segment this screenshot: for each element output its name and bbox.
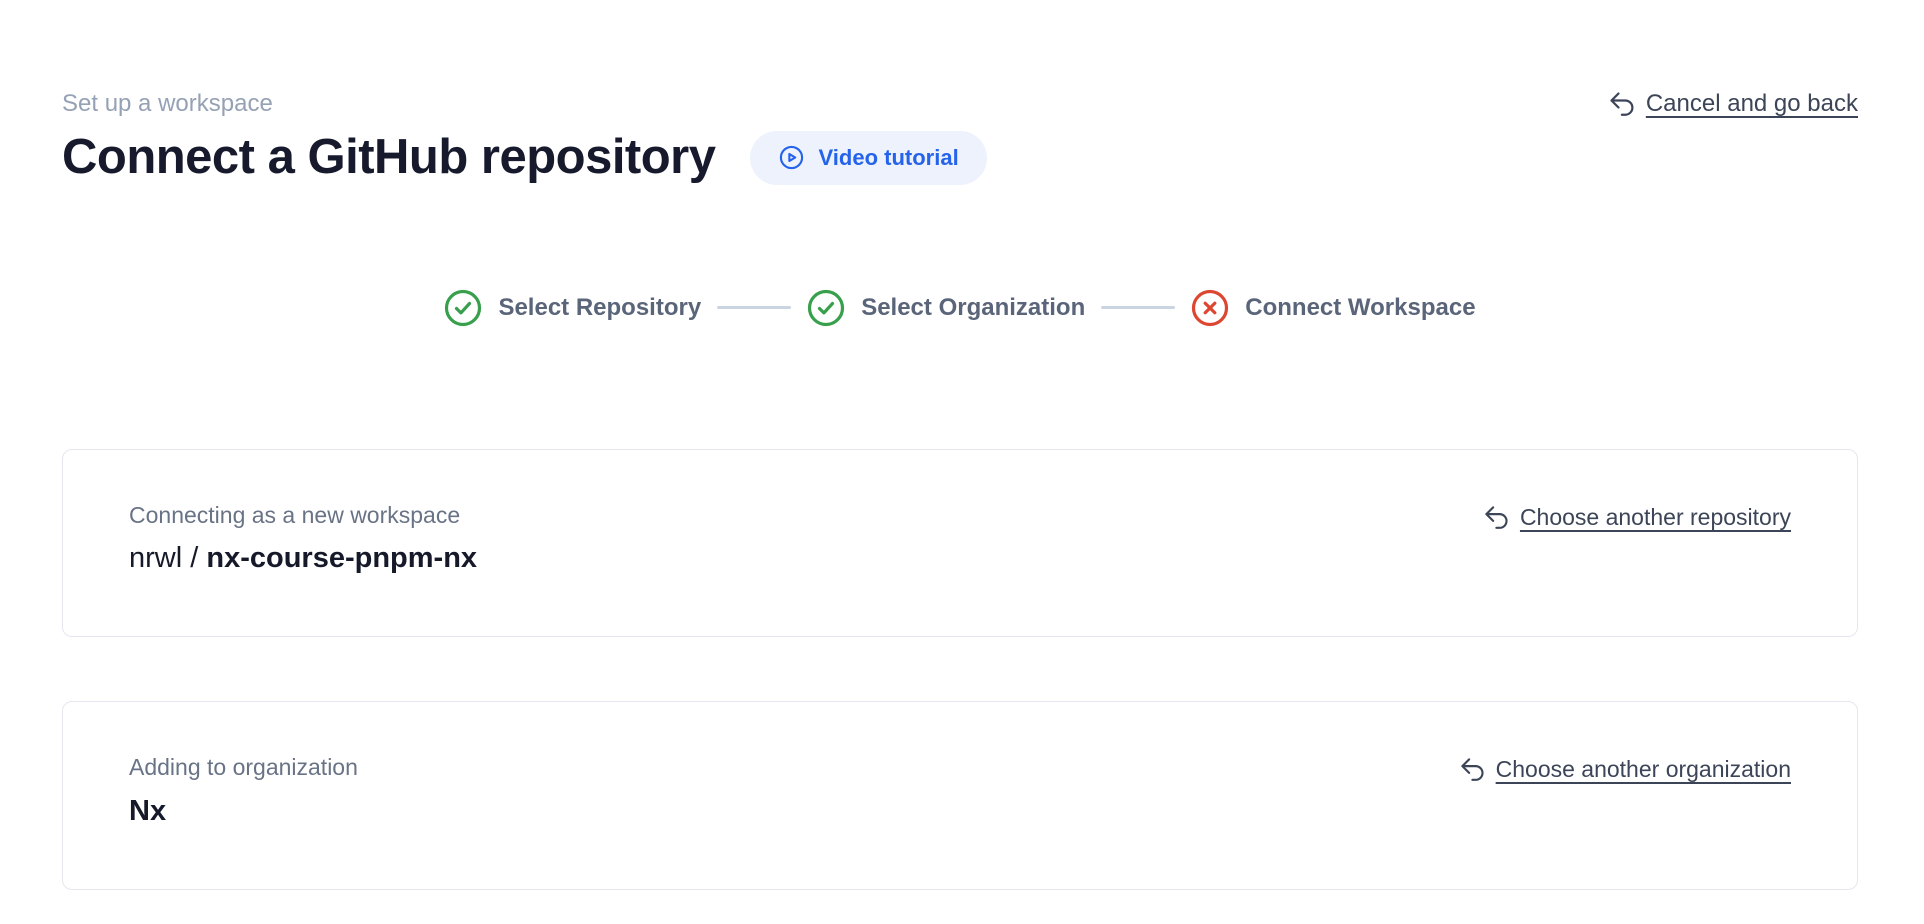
cancel-and-go-back-link[interactable]: Cancel and go back (1608, 90, 1858, 118)
organization-card: Adding to organization Nx Choose another… (62, 701, 1858, 890)
undo-arrow-icon (1459, 756, 1486, 783)
step-select-repository: Select Repository (444, 289, 701, 327)
undo-arrow-icon (1483, 504, 1510, 531)
page-header: Set up a workspace Connect a GitHub repo… (62, 90, 1858, 185)
stepper-connector (1101, 306, 1176, 310)
repository-card-label: Connecting as a new workspace (129, 501, 461, 528)
play-circle-icon (778, 144, 805, 171)
organization-card-info: Adding to organization Nx (129, 754, 358, 828)
video-tutorial-label: Video tutorial (818, 144, 959, 170)
setup-stepper: Select Repository Select Organization Co… (62, 289, 1858, 327)
setup-page: Set up a workspace Connect a GitHub repo… (62, 90, 1858, 890)
check-circle-icon (444, 289, 482, 327)
organization-card-label: Adding to organization (129, 754, 358, 781)
video-tutorial-button[interactable]: Video tutorial (749, 130, 987, 185)
choose-another-repository-label: Choose another repository (1519, 503, 1791, 530)
repository-full-name: nrwl / nx-course-pnpm-nx (129, 541, 477, 576)
cancel-and-go-back-label: Cancel and go back (1645, 90, 1858, 117)
repository-card: Connecting as a new workspace nrwl / nx-… (62, 448, 1858, 638)
page-title: Connect a GitHub repository (62, 129, 716, 184)
organization-name: Nx (129, 794, 167, 827)
stepper-connector (717, 306, 792, 310)
eyebrow-text: Set up a workspace (62, 90, 273, 117)
step-label: Connect Workspace (1245, 293, 1476, 321)
repository-name: nx-course-pnpm-nx (206, 542, 478, 575)
choose-another-organization-link[interactable]: Choose another organization (1459, 756, 1791, 783)
step-select-organization: Select Organization (807, 289, 1085, 327)
repository-owner: nrwl / (129, 542, 199, 575)
step-label: Select Repository (498, 293, 702, 321)
step-connect-workspace: Connect Workspace (1191, 289, 1476, 327)
repository-card-info: Connecting as a new workspace nrwl / nx-… (129, 502, 477, 576)
check-circle-icon (807, 289, 845, 327)
x-circle-icon (1191, 289, 1229, 327)
choose-another-repository-link[interactable]: Choose another repository (1483, 504, 1791, 531)
step-label: Select Organization (861, 293, 1086, 321)
title-row: Connect a GitHub repository Video tutori… (62, 129, 987, 185)
choose-another-organization-label: Choose another organization (1495, 756, 1791, 783)
header-left: Set up a workspace Connect a GitHub repo… (62, 90, 987, 185)
undo-arrow-icon (1608, 90, 1636, 118)
